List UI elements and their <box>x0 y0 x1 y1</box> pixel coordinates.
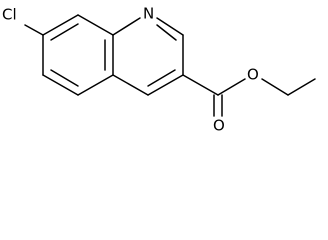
bond-c8-c8a <box>77 14 114 36</box>
ester-oxygen-label: O <box>247 66 259 84</box>
chemical-structure: Cl N O O <box>2 5 316 135</box>
bond-c8a-n1 <box>112 17 141 36</box>
bond-c4-c4a <box>112 74 149 96</box>
bond-n1-c2-inner <box>156 24 177 41</box>
nitrogen-label: N <box>143 5 154 23</box>
bond-carbonyl-ester-oxygen <box>217 78 246 96</box>
bond-c3-carbonyl <box>182 74 219 96</box>
bond-c4a-c5 <box>77 74 114 96</box>
bond-n1-c2 <box>156 17 184 36</box>
bond-cl-c7 <box>24 24 44 36</box>
bond-c7-c8 <box>42 14 79 36</box>
bond-c3-c4-inner <box>147 69 176 87</box>
bond-c3-c4 <box>147 74 184 96</box>
bond-ch2-ch3 <box>287 78 316 96</box>
bond-c7-c8-inner <box>50 23 79 41</box>
bond-ester-oxygen-ch2 <box>261 78 289 96</box>
chlorine-label: Cl <box>2 6 17 24</box>
carbonyl-oxygen-label: O <box>213 117 225 135</box>
bond-c5-c6-inner <box>50 69 79 87</box>
bond-c5-c6 <box>42 74 79 96</box>
